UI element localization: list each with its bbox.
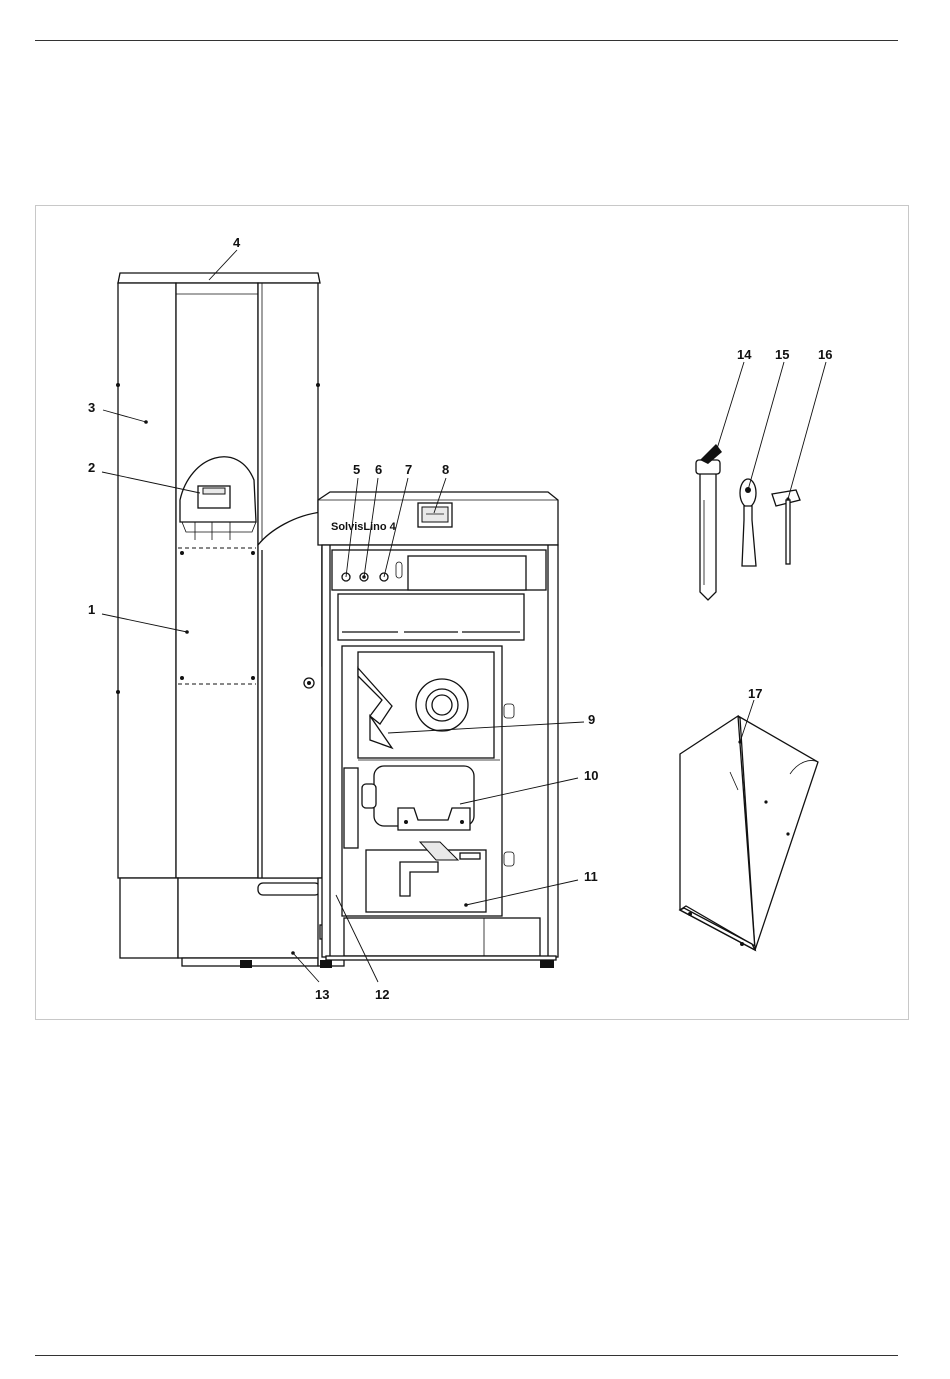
callout-6: 6 bbox=[375, 462, 382, 477]
callout-12: 12 bbox=[375, 987, 389, 1002]
callout-14: 14 bbox=[737, 347, 752, 362]
callout-1: 1 bbox=[88, 602, 95, 617]
callout-16: 16 bbox=[818, 347, 832, 362]
ash-shovel bbox=[680, 716, 818, 950]
callout-10: 10 bbox=[584, 768, 598, 783]
callout-2: 2 bbox=[88, 460, 95, 475]
callout-8: 8 bbox=[442, 462, 449, 477]
callout-17: 17 bbox=[748, 686, 762, 701]
callout-15: 15 bbox=[775, 347, 789, 362]
callout-5: 5 bbox=[353, 462, 360, 477]
callout-9: 9 bbox=[588, 712, 595, 727]
callout-4: 4 bbox=[233, 235, 241, 250]
callout-7: 7 bbox=[405, 462, 412, 477]
scraper bbox=[740, 479, 756, 566]
cleaning-brush bbox=[696, 444, 722, 600]
callout-13: 13 bbox=[315, 987, 329, 1002]
callout-3: 3 bbox=[88, 400, 95, 415]
brand-label: SolvisLino 4 bbox=[331, 521, 397, 533]
t-handle-wrench bbox=[772, 490, 800, 564]
footer-rule bbox=[35, 1355, 898, 1356]
callout-11: 11 bbox=[584, 869, 598, 884]
ash-base bbox=[120, 878, 320, 968]
